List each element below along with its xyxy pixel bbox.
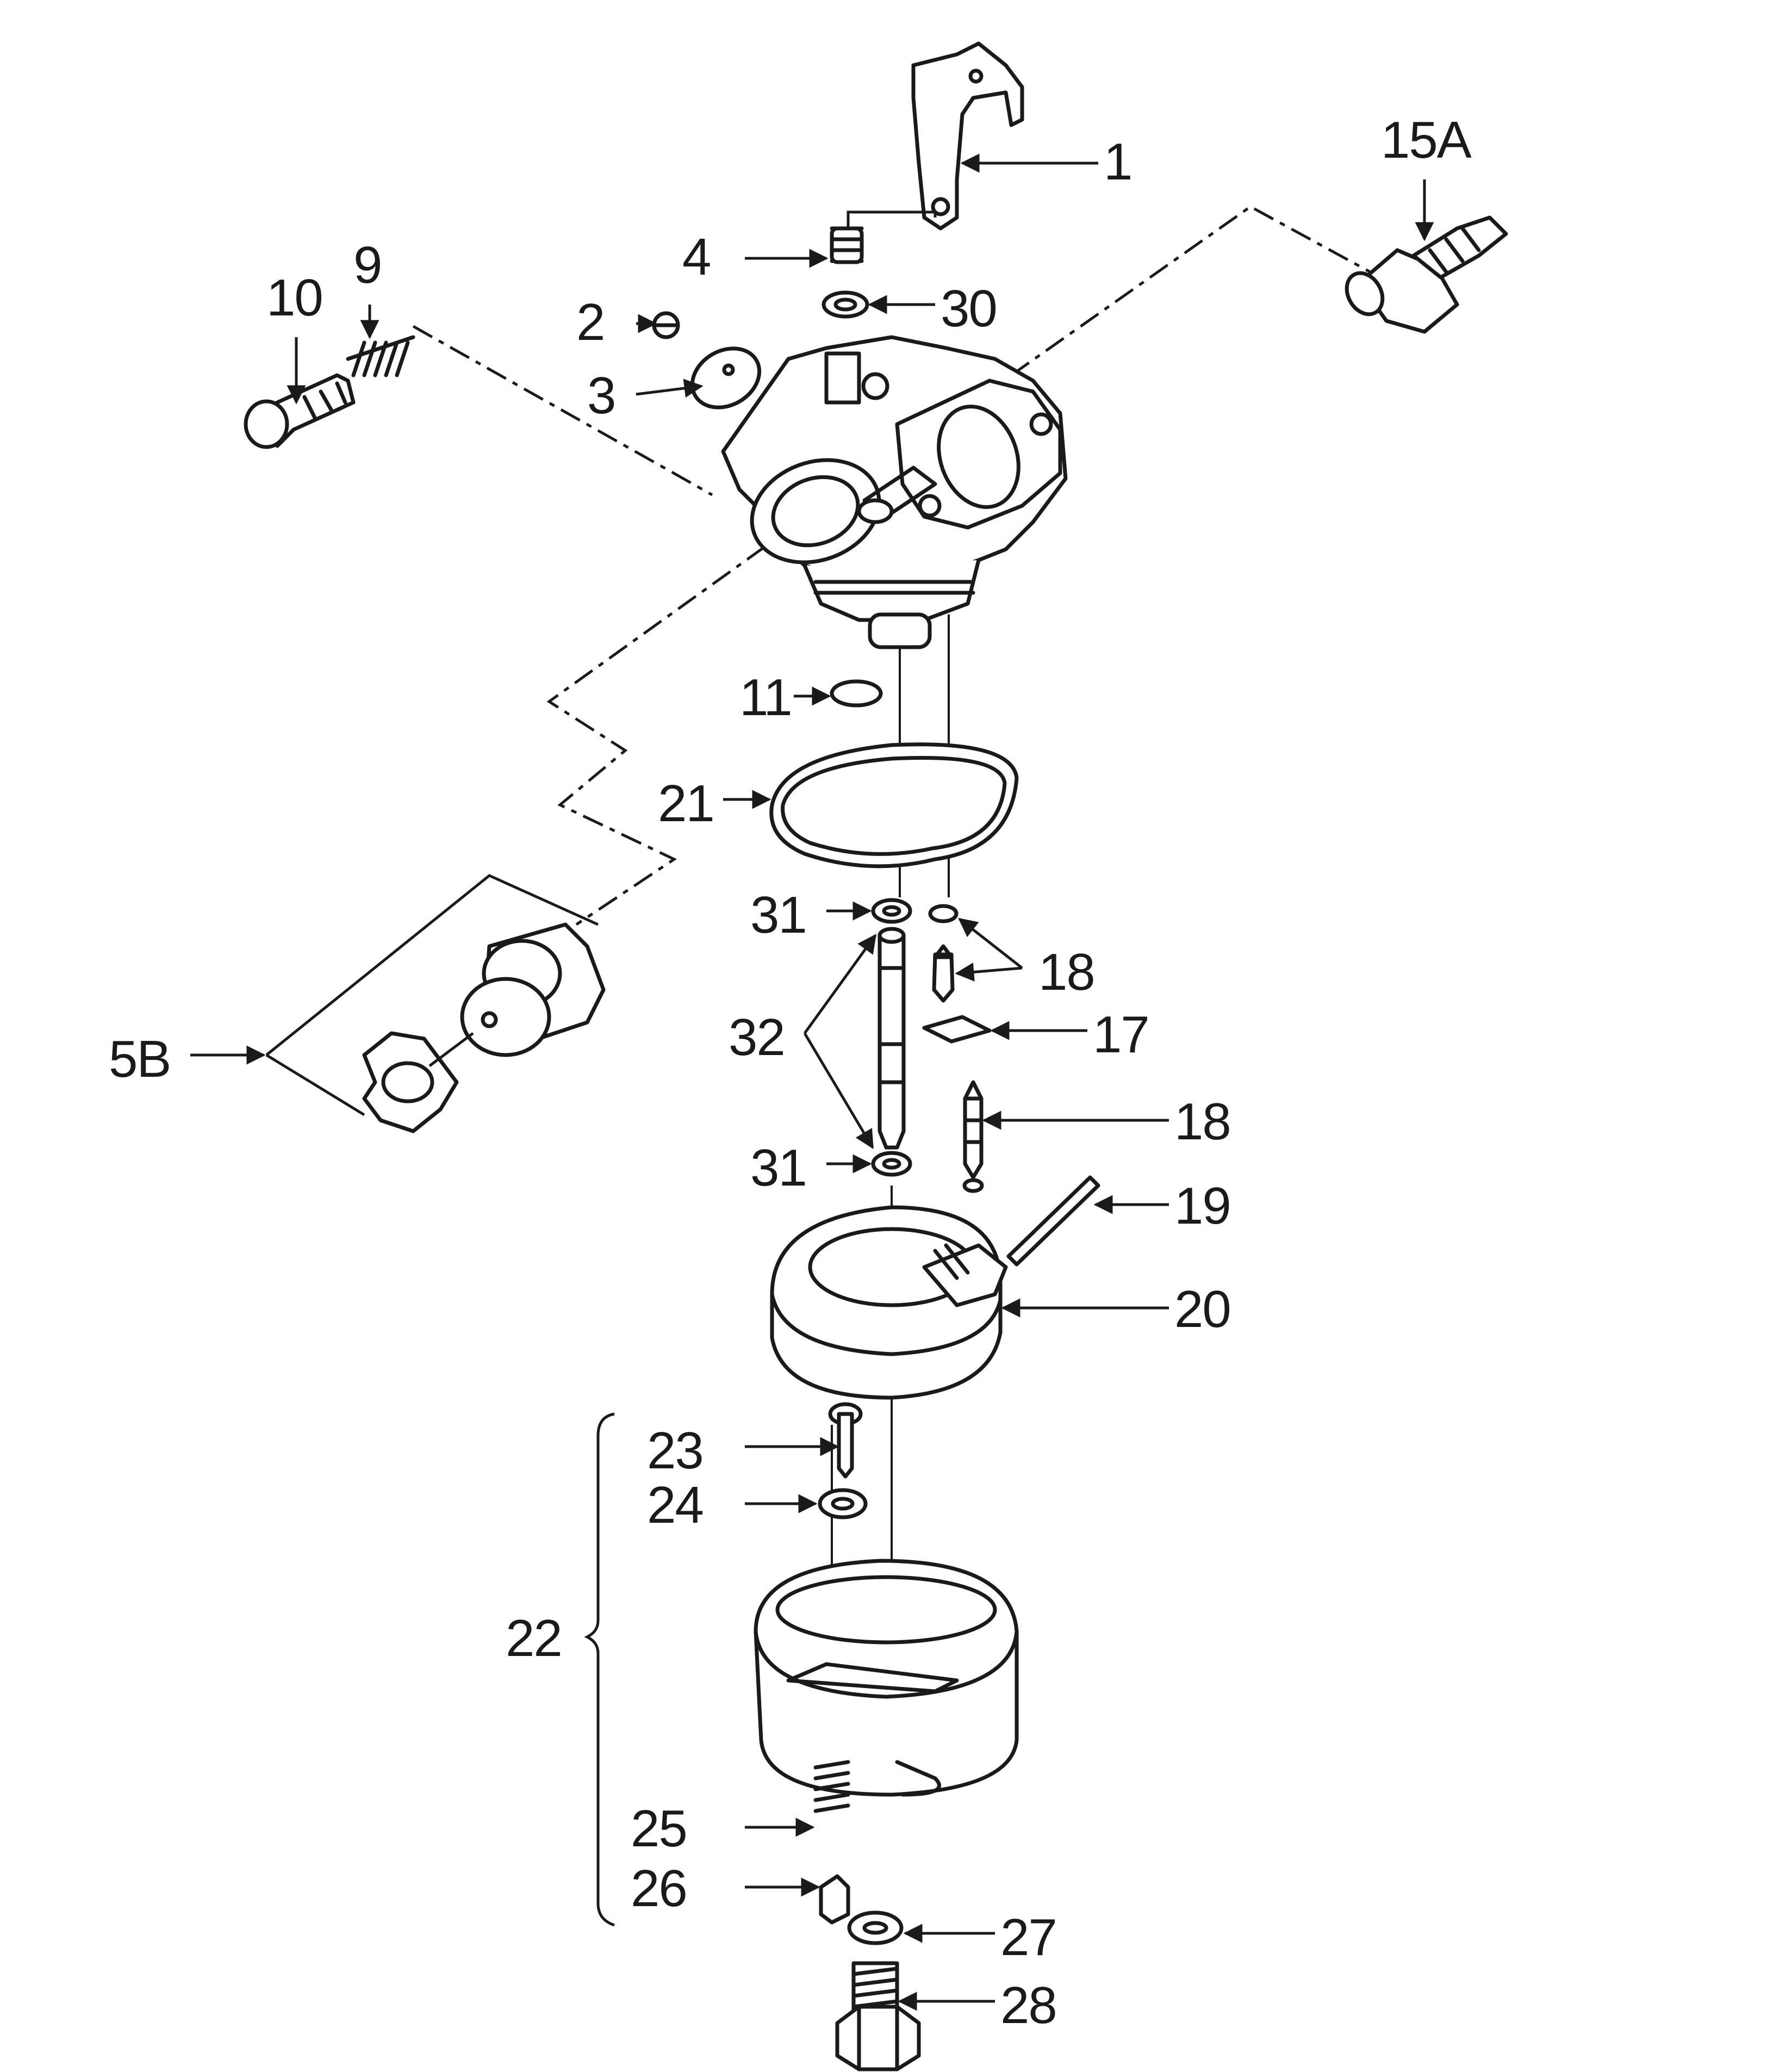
label-19: 19 xyxy=(1174,1177,1230,1235)
washer-31-upper xyxy=(871,898,912,924)
carburetor-body xyxy=(721,335,1068,649)
bowl-drain-screw xyxy=(828,1402,863,1479)
label-21: 21 xyxy=(658,774,714,833)
float-bowl xyxy=(754,1559,1019,1797)
label-18-upper: 18 xyxy=(1038,943,1094,1001)
float-hinge-pin xyxy=(1006,1175,1100,1267)
label-22: 22 xyxy=(506,1609,562,1667)
label-20: 20 xyxy=(1174,1280,1230,1338)
inlet-needle-valve-lower xyxy=(962,1080,984,1193)
washer-27 xyxy=(847,1910,904,1945)
throttle-plate-screw xyxy=(652,311,680,339)
idle-mixture-spring xyxy=(346,335,415,377)
float xyxy=(770,1205,1008,1400)
primer-assembly xyxy=(362,922,606,1133)
label-5b: 5B xyxy=(109,1030,170,1088)
float-bowl-bracket xyxy=(584,1412,615,1927)
washer-24 xyxy=(818,1488,868,1519)
washer-31-lower xyxy=(871,1151,912,1177)
primer-assembly-bracket xyxy=(265,874,599,1116)
label-11: 11 xyxy=(739,668,792,727)
drain-spring xyxy=(813,1760,850,1813)
label-2: 2 xyxy=(576,293,604,351)
label-30: 30 xyxy=(941,280,997,338)
assembly-line-fuel-fitting xyxy=(1010,205,1371,377)
label-28: 28 xyxy=(1000,1976,1056,2034)
label-18-lower: 18 xyxy=(1174,1093,1230,1151)
inlet-needle-valve-upper xyxy=(932,944,955,1003)
label-17: 17 xyxy=(1093,1006,1149,1064)
drain-valve xyxy=(819,1874,850,1925)
assembly-line-primer xyxy=(546,520,800,926)
label-23: 23 xyxy=(647,1422,703,1480)
throttle-shaft-spring xyxy=(830,226,864,264)
bowl-nut xyxy=(835,1961,921,2071)
fuel-inlet-fitting xyxy=(1345,215,1508,334)
bowl-gasket xyxy=(769,742,1019,868)
throttle-lever xyxy=(911,41,1024,231)
label-24: 24 xyxy=(647,1476,703,1534)
needle-clip xyxy=(922,1015,992,1044)
label-26: 26 xyxy=(631,1859,687,1918)
idle-mixture-screw xyxy=(244,373,356,449)
label-1: 1 xyxy=(1104,133,1131,191)
label-32: 32 xyxy=(729,1008,785,1066)
label-31-lower: 31 xyxy=(750,1139,806,1197)
label-9: 9 xyxy=(353,236,381,294)
washer-18-seat xyxy=(928,904,959,923)
label-31-upper: 31 xyxy=(750,886,806,944)
washer-30 xyxy=(822,290,869,319)
label-4: 4 xyxy=(682,228,710,286)
label-10: 10 xyxy=(266,269,322,327)
o-ring-11 xyxy=(830,679,883,708)
label-25: 25 xyxy=(631,1800,687,1858)
emulsion-tube xyxy=(878,927,906,1150)
label-27: 27 xyxy=(1000,1908,1056,1966)
assembly-line-adjust-screw xyxy=(412,325,713,497)
label-15a: 15A xyxy=(1381,111,1472,169)
label-3: 3 xyxy=(587,367,615,425)
